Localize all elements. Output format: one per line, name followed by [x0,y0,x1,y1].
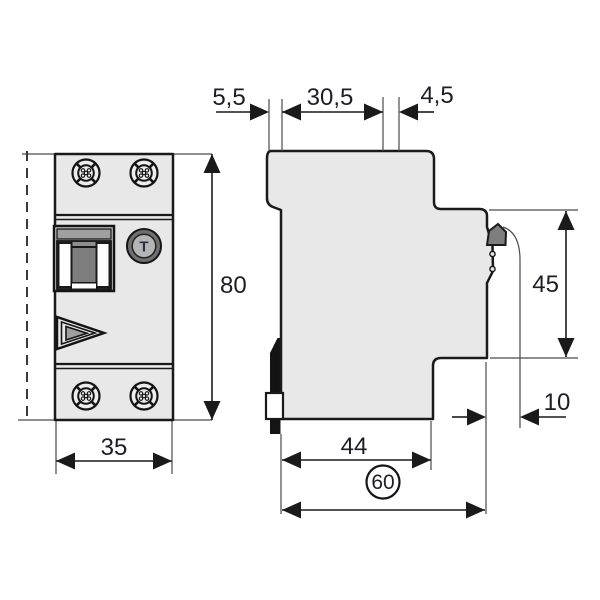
dim-label-60: 60 [371,471,394,494]
toggle-switch [52,224,116,293]
hinge-dot-upper [489,250,496,258]
toggle-left-rail [57,242,73,288]
toggle-right-rail [95,242,111,288]
breaker-side-body [265,149,495,421]
side-view: 5,5 30,5 4,5 45 10 [212,82,578,519]
dim-label-10: 10 [544,389,571,416]
dim-overall-depth-60: 60 [282,464,485,519]
dim-label-45: 45 [532,271,559,298]
dim-label-35: 35 [101,434,128,461]
test-button-label: T [139,239,148,256]
terminal-screw-bottom-left [71,381,101,411]
hinge-dot-lower [489,265,496,273]
toggle-top-bar [56,228,112,240]
terminal-screw-bottom-right [129,381,159,411]
dim-handle-protrusion-10: 10 [452,362,570,514]
dim-base-depth-44: 44 [280,421,432,514]
dim-label-44: 44 [341,433,368,460]
dim-label-30-5: 30,5 [307,84,354,111]
dim-label-5-5: 5,5 [212,84,245,111]
terminal-screw-top-left [71,158,101,188]
lever-swing-arc [502,226,521,428]
terminal-screw-top-right [129,158,159,188]
dim-label-4-5: 4,5 [420,82,453,109]
din-clip-tab [264,391,285,421]
dim-top-depths: 5,5 30,5 4,5 [212,82,454,151]
dim-height-80: 80 [203,154,247,420]
dim-width-35: 35 [55,421,173,474]
rcd-triangle-icon [55,315,108,351]
side-toggle-lever [485,222,508,246]
toggle-center-block [70,246,98,284]
dim-60-circle [365,464,401,500]
front-view: T 80 35 [18,151,247,474]
dim-front-height-45: 45 [489,209,578,359]
dim-label-80: 80 [220,272,247,299]
test-button: T [126,228,162,264]
